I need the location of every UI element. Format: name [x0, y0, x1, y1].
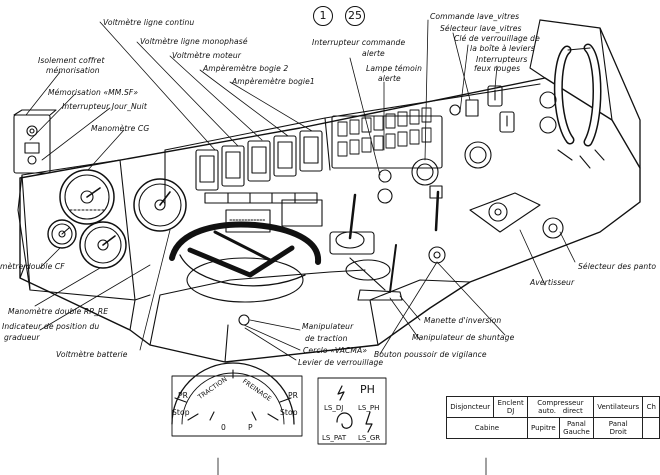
hood-pipes — [539, 43, 605, 169]
switch-panel — [331, 99, 492, 204]
label-alerte-2: alerte — [378, 74, 401, 83]
dial-stop-right: Stop — [280, 408, 298, 417]
label-selecteur-pantos: Sélecteur des panto — [578, 262, 657, 271]
right-controls — [469, 85, 564, 239]
label-voltmetre-moteur: Voltmètre moteur — [172, 51, 241, 60]
legend-panel-droit-1: Panal — [608, 420, 628, 428]
label-manipulateur: Manipulateur — [302, 322, 354, 331]
legend-pupitre: Pupitre — [526, 417, 560, 439]
legend-panel-droit-2: Droit — [609, 428, 627, 436]
page-number-25: 25 — [345, 6, 365, 26]
instrument-cluster — [195, 130, 323, 233]
symbol-ph: PH — [360, 383, 375, 396]
label-voltmetre-batterie: Voltmètre batterie — [56, 350, 128, 359]
label-memorisation-mmsf: Mémorisation «MM.SF» — [48, 88, 139, 97]
label-interrupteurs: Interrupteurs — [476, 55, 528, 64]
label-voltmetre-ligne-monophase: Voltmètre ligne monophasé — [140, 37, 248, 46]
legend-panel-gauche-1: Panal — [567, 420, 586, 428]
label-avertisseur: Avertisseur — [530, 278, 575, 287]
legend-ventilateurs: Ventilateurs — [592, 396, 644, 418]
label-manipulateur-shuntage: Manipulateur de shuntage — [412, 333, 515, 342]
label-de-traction: de traction — [305, 334, 348, 343]
label-alerte: alerte — [362, 49, 385, 58]
label-indicateur-position: Indicateur de position du — [2, 322, 100, 331]
gauge-double-rp-re — [79, 221, 127, 269]
dial-zero: 0 — [221, 423, 226, 432]
label-amperemetre-bogie2: Ampèremètre bogie 2 — [203, 64, 289, 73]
levers-center — [329, 185, 446, 301]
gauge-voltmetre-batterie — [133, 178, 187, 232]
gauge-manometre-cg — [59, 169, 115, 225]
legend-panel-gauche-2: Gauche — [563, 428, 590, 436]
dial-pr-right: PR — [288, 391, 299, 400]
label-interrupteur-commande: Interrupteur commande — [312, 38, 406, 47]
label-cle-verrouillage: Clé de verrouillage de — [454, 34, 540, 43]
label-interrupteur-jour-nuit: Interrupteur Jour_Nuit — [62, 102, 147, 111]
legend-direct: direct — [562, 407, 583, 415]
gauge-double-cf — [47, 219, 77, 249]
symbol-ls-dj: LS_DJ — [324, 404, 344, 412]
dial-p: P — [248, 423, 253, 432]
page-number-1: 1 — [313, 6, 333, 26]
isolement-coffret-box — [13, 109, 57, 174]
indicator-symbols — [317, 377, 387, 445]
label-levier-verrouillage: Levier de verrouillage — [298, 358, 384, 367]
label-manometre-double-cf: mètre double CF — [0, 262, 65, 271]
gradueur-dial — [171, 362, 303, 437]
label-bouton-vigilance: Bouton poussoir de vigilance — [374, 350, 487, 359]
label-feux-rouges: feux rouges — [474, 64, 521, 73]
label-gradueur: gradueur — [4, 333, 40, 342]
legend-empty — [642, 417, 660, 439]
symbol-ls-gr: LS_GR — [358, 434, 381, 442]
label-cerclo-vacma: Cerclo «VACMA» — [303, 346, 368, 355]
label-manette-inversion: Manette d'inversion — [424, 316, 502, 325]
legend-ch: Ch — [642, 396, 660, 418]
label-commande-lave-vitres: Commande lave_vitres — [430, 12, 520, 21]
label-manometre-cg: Manomètre CG — [91, 124, 150, 133]
label-voltmetre-ligne-continu: Voltmètre ligne continu — [103, 18, 195, 27]
label-manometre-double-rp-re: Manomètre double RP_RE — [8, 307, 109, 316]
symbol-ls-ph: LS_PH — [358, 404, 380, 412]
legend-dj: DJ — [506, 407, 515, 415]
label-memorisation: mémorisation — [46, 66, 100, 75]
dial-pr-left: PR — [178, 391, 189, 400]
label-boite-leviers: la boîte à leviers — [470, 44, 535, 53]
label-lampe-temoin: Lampe témoin — [366, 64, 423, 73]
legend-auto: auto. — [538, 407, 556, 415]
symbol-ls-pat: LS_PAT — [322, 434, 347, 442]
legend-disjoncteur: Disjoncteur — [445, 396, 495, 418]
dial-stop-left: Stop — [172, 408, 190, 417]
legend-compresseur-text: Compresseur — [537, 399, 584, 407]
label-amperemetre-bogie1: Ampèremètre bogie1 — [232, 77, 315, 86]
label-isolement-coffret: Isolement coffret — [38, 56, 105, 65]
console-body — [17, 19, 641, 363]
vacma-ring — [169, 221, 322, 326]
legend-enclenchement-text: Enclent — [497, 399, 524, 407]
legend-cabine: Cabine — [446, 417, 528, 439]
leader-lines — [25, 19, 576, 361]
label-selecteur-lave-vitres: Sélecteur lave_vitres — [440, 24, 522, 33]
